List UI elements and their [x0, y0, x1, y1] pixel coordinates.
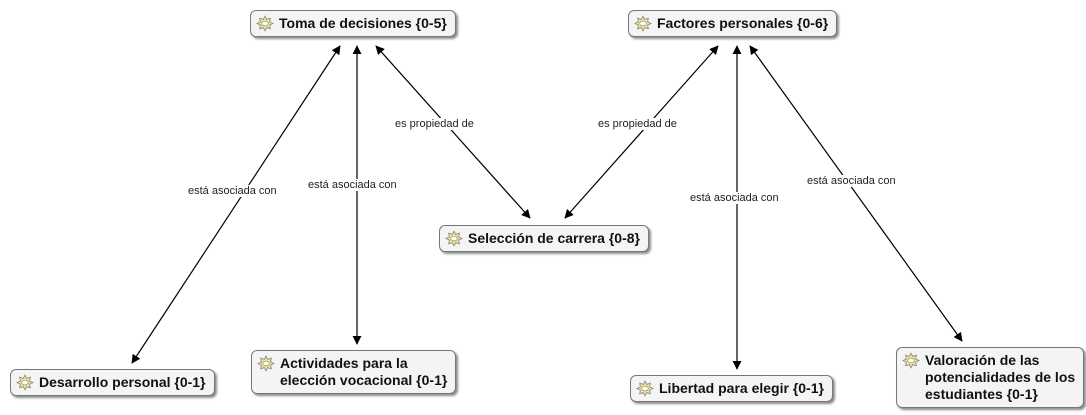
- node-valoracion-potencialidades[interactable]: Valoración de las potencialidades de los…: [896, 347, 1085, 408]
- edge-label-toma-actividades: está asociada con: [306, 179, 399, 191]
- code-icon: [634, 15, 652, 32]
- edge-label-factores-valoracion: está asociada con: [805, 175, 898, 187]
- edge-label-seleccion-toma: es propiedad de: [393, 118, 476, 130]
- node-label: Desarrollo personal {0-1}: [39, 374, 206, 390]
- node-label-line-1: Valoración de las: [925, 352, 1040, 368]
- edge-toma-desarrollo: [131, 45, 341, 364]
- edge-seleccion-toma: [375, 45, 531, 219]
- node-label: Selección de carrera {0-8}: [468, 230, 640, 246]
- node-actividades-eleccion-vocacional[interactable]: Actividades para la elección vocacional …: [251, 350, 457, 394]
- code-icon: [445, 230, 463, 247]
- node-label-line-2: elección vocacional {0-1}: [280, 372, 448, 388]
- code-icon: [636, 380, 654, 397]
- node-label-line-2: potencialidades de los: [925, 369, 1076, 385]
- edge-label-toma-desarrollo: está asociada con: [186, 185, 279, 197]
- code-icon: [256, 15, 274, 32]
- node-label-line-3: estudiantes {0-1}: [925, 386, 1038, 402]
- edge-label-factores-libertad: está asociada con: [688, 192, 781, 204]
- node-libertad-para-elegir[interactable]: Libertad para elegir {0-1}: [630, 375, 833, 402]
- code-icon: [902, 352, 920, 369]
- edge-factores-valoracion: [749, 45, 963, 342]
- node-label-line-1: Actividades para la: [280, 355, 408, 371]
- edge-seleccion-factores: [564, 45, 719, 219]
- node-label: Factores personales {0-6}: [657, 15, 829, 31]
- node-factores-personales[interactable]: Factores personales {0-6}: [628, 10, 838, 37]
- node-toma-de-decisiones[interactable]: Toma de decisiones {0-5}: [250, 10, 456, 37]
- node-label: Toma de decisiones {0-5}: [279, 15, 447, 31]
- node-label: Libertad para elegir {0-1}: [659, 380, 824, 396]
- node-desarrollo-personal[interactable]: Desarrollo personal {0-1}: [10, 369, 215, 396]
- edge-label-seleccion-factores: es propiedad de: [596, 118, 679, 130]
- node-seleccion-de-carrera[interactable]: Selección de carrera {0-8}: [439, 225, 649, 252]
- code-icon: [257, 355, 275, 372]
- code-icon: [16, 374, 34, 391]
